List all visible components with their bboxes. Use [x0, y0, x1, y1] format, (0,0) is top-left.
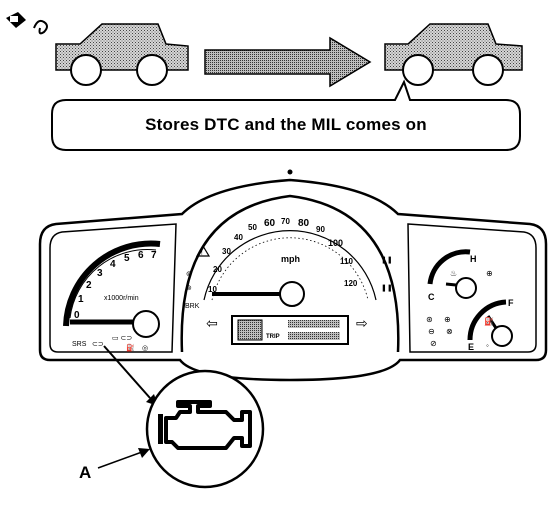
temperature-gauge: H C ♨ ⊕ — [427, 249, 493, 302]
callout-box — [51, 79, 521, 151]
svg-text:❚❚: ❚❚ — [381, 256, 393, 264]
tachometer: 0 1 2 3 4 5 6 7 x1000r/min SRS ⊂⊃ ▭ ⊂⊃ ⛽… — [63, 240, 161, 352]
svg-text:⛽: ⛽ — [126, 343, 135, 352]
tach-tick-4: 4 — [110, 259, 116, 270]
instrument-cluster: 0 1 2 3 4 5 6 7 x1000r/min SRS ⊂⊃ ▭ ⊂⊃ ⛽… — [38, 169, 548, 382]
tach-tick-1: 1 — [78, 294, 84, 305]
turn-signal-left-icon: ⇦ — [206, 315, 218, 331]
fuel-pump-icon: ⛽ — [484, 316, 494, 326]
speed-tick-120: 120 — [344, 279, 358, 288]
mil-zoom-circle — [145, 369, 265, 489]
speed-tick-110: 110 — [340, 257, 353, 266]
svg-text:▭ ⊂⊃: ▭ ⊂⊃ — [112, 335, 132, 342]
tach-tick-3: 3 — [97, 268, 103, 279]
svg-text:⊚: ⊚ — [186, 271, 192, 278]
fuel-full-label: F — [508, 298, 514, 308]
indicator-lights-right: ⊛ ⊕ ⊖ ⊗ ⊘ ◦ — [426, 315, 489, 350]
tach-tick-6: 6 — [138, 250, 144, 261]
engine-start-icon — [6, 12, 48, 35]
svg-text:BRK: BRK — [185, 303, 200, 310]
speed-tick-20: 20 — [213, 265, 222, 274]
tach-unit-label: x1000r/min — [104, 295, 139, 302]
speed-tick-90: 90 — [316, 225, 325, 234]
temp-high-label: H — [470, 254, 477, 264]
svg-text:◎: ◎ — [142, 345, 148, 352]
fuel-gauge: F E ⛽ ⊛ ⊕ ⊖ ⊗ ⊘ ◦ — [426, 298, 514, 352]
odometer-display: TRIP — [231, 315, 349, 345]
speed-tick-10: 10 — [208, 285, 217, 294]
speed-tick-70: 70 — [281, 217, 290, 226]
svg-text:⊕: ⊕ — [444, 315, 451, 324]
coolant-temp-icon: ♨ — [450, 269, 457, 278]
arrow-right-icon — [204, 36, 372, 88]
svg-text:⊛: ⊛ — [426, 315, 433, 324]
svg-text:❚❚: ❚❚ — [381, 284, 393, 292]
tach-tick-5: 5 — [124, 253, 130, 264]
callout-label-a: A — [79, 463, 92, 482]
speed-tick-50: 50 — [248, 223, 257, 232]
car-icon-left — [55, 23, 189, 86]
svg-text:!: ! — [201, 251, 203, 257]
speed-unit-label: mph — [281, 254, 300, 264]
fuel-empty-label: E — [468, 342, 474, 352]
label-a-pointer — [97, 448, 150, 469]
seatbelt-icon: ⊕ — [486, 269, 493, 278]
car-icon-right — [384, 23, 523, 86]
temp-low-label: C — [428, 292, 435, 302]
svg-text:⊗: ⊗ — [446, 327, 453, 336]
indicator-lights-left: SRS ⊂⊃ ▭ ⊂⊃ ⛽ ◎ — [72, 335, 148, 352]
speed-tick-80: 80 — [298, 218, 310, 229]
svg-text:SRS: SRS — [72, 341, 87, 348]
speed-tick-30: 30 — [222, 247, 231, 256]
callout-caption: Stores DTC and the MIL comes on — [145, 115, 427, 134]
check-engine-icon — [158, 400, 252, 450]
warning-triangle-icon: ! — [195, 244, 211, 257]
svg-text:⊚: ⊚ — [186, 285, 192, 292]
tach-tick-2: 2 — [86, 280, 92, 291]
speedometer: 10 20 30 40 50 60 70 80 90 100 110 120 m… — [180, 194, 400, 353]
svg-text:◦: ◦ — [486, 341, 489, 350]
speed-tick-40: 40 — [234, 233, 243, 242]
svg-text:⊖: ⊖ — [428, 327, 435, 336]
turn-signal-right-icon: ⇨ — [356, 315, 368, 331]
svg-text:⊘: ⊘ — [430, 339, 437, 348]
speed-tick-100: 100 — [328, 238, 343, 248]
svg-text:⊂⊃: ⊂⊃ — [92, 341, 104, 348]
tach-tick-7: 7 — [151, 250, 157, 261]
trip-label: TRIP — [266, 334, 280, 340]
tach-tick-0: 0 — [74, 310, 80, 321]
indicator-lights-center: ⊚ ⊚ BRK ❚❚ ❚❚ — [185, 256, 393, 310]
speed-tick-60: 60 — [264, 218, 276, 229]
